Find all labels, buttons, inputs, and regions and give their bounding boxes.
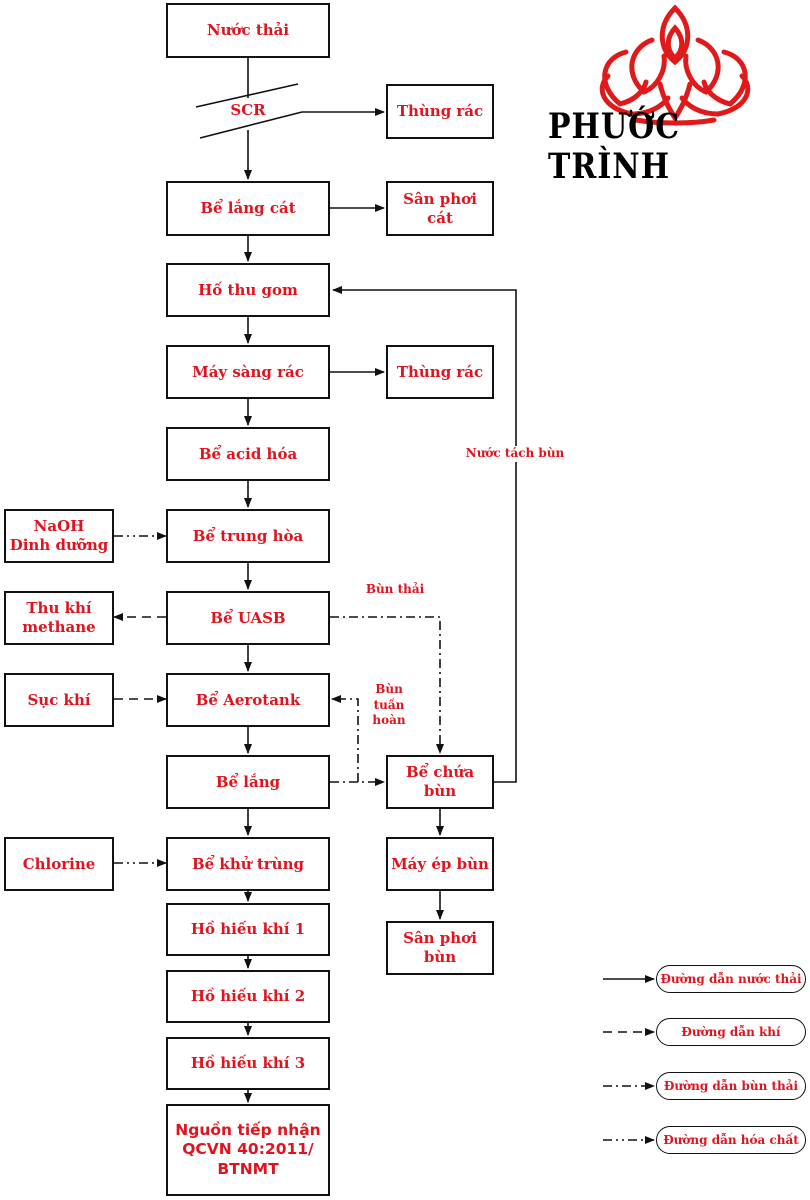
node-san-phoi-cat: Sân phơi cát xyxy=(386,181,494,236)
legend-nuoc-thai: Đường dẫn nước thải xyxy=(656,965,806,993)
node-may-ep-bun: Máy ép bùn xyxy=(386,837,494,891)
legend-bun-thai: Đường dẫn bùn thải xyxy=(656,1072,806,1100)
node-thung-rac-1: Thùng rác xyxy=(386,84,494,139)
node-thung-rac-2: Thùng rác xyxy=(386,345,494,399)
node-be-lang: Bể lắng xyxy=(166,755,330,809)
node-naoh: NaOH Dinh dưỡng xyxy=(4,509,114,563)
node-ho-hieu-khi-1: Hồ hiếu khí 1 xyxy=(166,903,330,956)
node-nguon-tiep-nhan: Nguồn tiếp nhận QCVN 40:2011/ BTNMT xyxy=(166,1104,330,1196)
node-san-phoi-bun: Sân phơi bùn xyxy=(386,921,494,975)
node-scr-label: SCR xyxy=(230,101,266,119)
node-nuoc-thai: Nước thải xyxy=(166,3,330,58)
label-bun-tuan-hoan: Bùn tuần hoàn xyxy=(372,682,406,728)
node-be-aerotank: Bể Aerotank xyxy=(166,673,330,727)
node-ho-hieu-khi-2: Hồ hiếu khí 2 xyxy=(166,970,330,1023)
logo-text: PHƯỚC TRÌNH xyxy=(548,106,681,188)
node-be-chua-bun: Bể chứa bùn xyxy=(386,755,494,809)
label-bun-thai: Bùn thải xyxy=(365,582,425,596)
node-may-sang-rac: Máy sàng rác xyxy=(166,345,330,399)
node-thu-khi: Thu khí methane xyxy=(4,591,114,645)
node-chlorine: Chlorine xyxy=(4,837,114,891)
node-be-acid-hoa: Bể acid hóa xyxy=(166,427,330,481)
lotus-icon xyxy=(599,4,751,126)
node-suc-khi: Sục khí xyxy=(4,673,114,727)
legend-hoa-chat: Đường dẫn hóa chất xyxy=(656,1126,806,1154)
node-ho-thu-gom: Hố thu gom xyxy=(166,263,330,317)
label-nuoc-tach-bun: Nước tách bùn xyxy=(460,446,570,462)
node-be-uasb: Bể UASB xyxy=(166,591,330,645)
logo: PHƯỚC TRÌNH xyxy=(540,0,810,188)
node-ho-hieu-khi-3: Hồ hiếu khí 3 xyxy=(166,1037,330,1090)
node-be-khu-trung: Bể khử trùng xyxy=(166,837,330,891)
legend-khi: Đường dẫn khí xyxy=(656,1018,806,1046)
node-be-lang-cat: Bể lắng cát xyxy=(166,181,330,236)
node-be-trung-hoa: Bể trung hòa xyxy=(166,509,330,563)
